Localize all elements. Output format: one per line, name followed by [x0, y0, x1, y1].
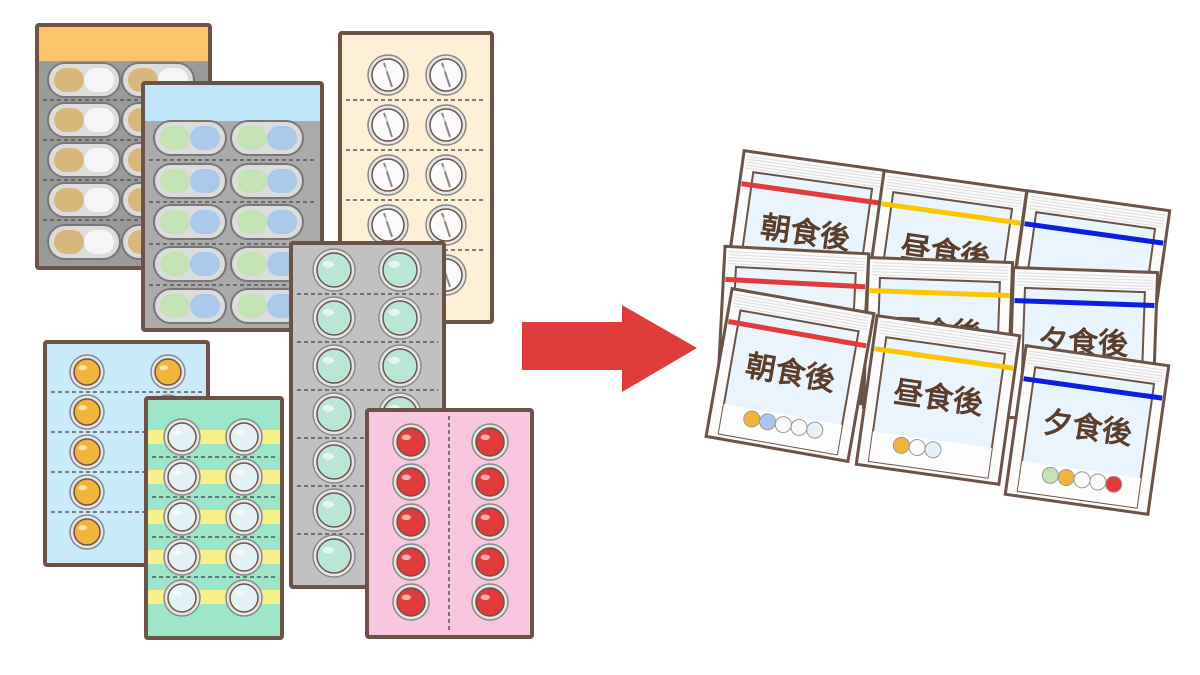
- pill: [425, 54, 467, 96]
- pill: [392, 503, 430, 541]
- pill-pack-striped: [144, 396, 284, 640]
- pill: [225, 418, 263, 456]
- pill: [69, 434, 105, 470]
- pill: [225, 579, 263, 617]
- pill: [69, 394, 105, 430]
- medicine-bag-breakfast: 朝食後: [704, 286, 876, 464]
- pill: [471, 423, 509, 461]
- medicine-bags: 朝食後昼食後昼食後夕食後朝食後昼食後夕食後: [704, 149, 1172, 516]
- pill: [312, 488, 356, 532]
- pill: [69, 354, 105, 390]
- pill: [425, 154, 467, 196]
- capsule: [153, 288, 227, 324]
- capsule: [47, 182, 121, 218]
- pill: [150, 354, 186, 390]
- pill: [367, 54, 409, 96]
- pill: [392, 543, 430, 581]
- capsule-pack-green: [141, 81, 324, 332]
- capsule: [47, 224, 121, 260]
- pill: [163, 579, 201, 617]
- pill: [425, 204, 467, 246]
- capsule: [47, 142, 121, 178]
- pill: [392, 463, 430, 501]
- pill: [425, 104, 467, 146]
- pill: [225, 498, 263, 536]
- pill: [367, 154, 409, 196]
- capsule: [230, 246, 304, 282]
- pill: [378, 248, 422, 292]
- pill: [392, 583, 430, 621]
- pill: [312, 392, 356, 436]
- pill: [312, 440, 356, 484]
- pill: [312, 296, 356, 340]
- pill: [312, 248, 356, 292]
- arrow-right-icon: [522, 305, 697, 392]
- pill: [806, 421, 824, 439]
- pill: [225, 458, 263, 496]
- pill: [163, 538, 201, 576]
- pill: [392, 423, 430, 461]
- pill: [163, 498, 201, 536]
- pill: [312, 534, 356, 578]
- pill: [367, 204, 409, 246]
- pill: [69, 474, 105, 510]
- pill: [69, 514, 105, 550]
- capsule: [47, 62, 121, 98]
- pill: [471, 543, 509, 581]
- pill-pack-pink: [365, 408, 534, 639]
- pill: [378, 296, 422, 340]
- medicine-bag-dinner: 夕食後: [1003, 344, 1171, 516]
- capsule: [230, 204, 304, 240]
- medicine-bag-lunch: 昼食後: [854, 314, 1022, 486]
- pill: [924, 441, 942, 459]
- pill: [225, 538, 263, 576]
- blister-packs: [35, 23, 534, 640]
- capsule: [153, 204, 227, 240]
- capsule: [153, 163, 227, 199]
- capsule: [230, 163, 304, 199]
- capsule: [153, 120, 227, 156]
- pill: [163, 418, 201, 456]
- capsule: [47, 102, 121, 138]
- pill: [471, 583, 509, 621]
- pill: [1105, 475, 1123, 493]
- pill: [312, 344, 356, 388]
- capsule: [153, 246, 227, 282]
- pill: [163, 458, 201, 496]
- pill: [378, 344, 422, 388]
- pill: [471, 503, 509, 541]
- pill: [471, 463, 509, 501]
- capsule: [230, 120, 304, 156]
- pill: [367, 104, 409, 146]
